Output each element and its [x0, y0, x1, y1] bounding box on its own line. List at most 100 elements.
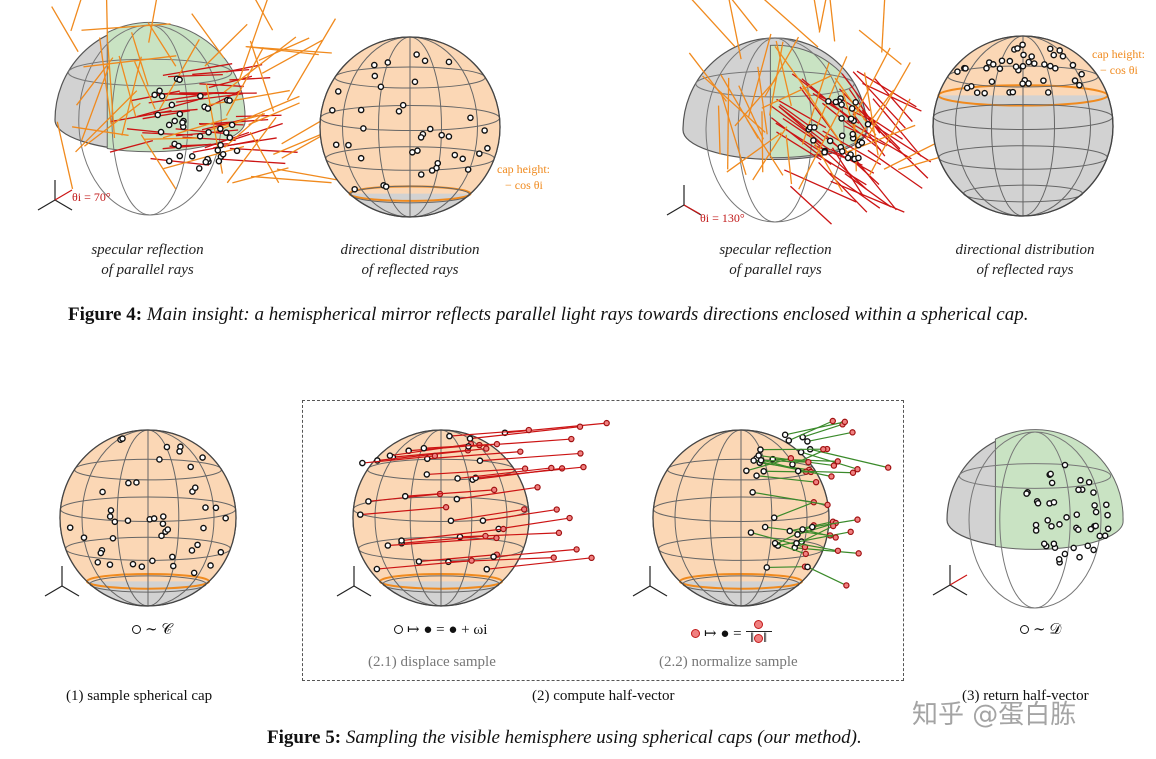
half-vector-sample [1087, 525, 1095, 533]
reflected-ray-orange [818, 0, 827, 33]
half-vector-sample [1063, 514, 1070, 521]
displacement-ray [426, 467, 526, 476]
direction-sample [1056, 47, 1063, 54]
direction-sample [428, 167, 436, 174]
hit-point [832, 98, 840, 106]
cap-sample [453, 495, 461, 503]
normalization-ray [802, 423, 843, 438]
reflected-ray-orange [140, 134, 177, 190]
incident-direction-s3 [949, 574, 968, 586]
sphere-b-outline [319, 36, 501, 218]
cap-sample [447, 517, 455, 525]
denominator-point-icon [754, 634, 764, 644]
cap-sample [176, 448, 183, 455]
normalized-sample [761, 523, 769, 531]
hit-point [176, 76, 183, 84]
displaced-sample [603, 419, 610, 427]
direction-sample [329, 106, 336, 114]
half-vector-sample [1070, 544, 1077, 552]
direction-sample [1040, 77, 1047, 84]
reflected-ray-red [226, 64, 263, 73]
displaced-sample [812, 478, 820, 486]
sphere-d-outline [932, 35, 1114, 217]
cap-sample [150, 515, 158, 522]
displacement-ray [401, 528, 504, 542]
half-vector-sample [1055, 555, 1063, 563]
reflected-ray-orange [804, 126, 843, 193]
reflected-ray-orange [158, 39, 200, 110]
hit-point [810, 137, 817, 144]
hemi-s3-latitude [958, 463, 1112, 489]
cap-sample [156, 456, 163, 463]
normalized-sample [757, 446, 764, 453]
direction-sample [371, 72, 379, 80]
direction-sample [421, 57, 429, 65]
reflected-ray-orange [223, 36, 297, 93]
reflected-ray-orange [763, 0, 819, 48]
reflected-ray-orange [854, 89, 895, 143]
displaced-sample [849, 429, 856, 436]
sample-point-icon [394, 625, 403, 634]
normalized-sample [785, 437, 793, 444]
displaced-sample [431, 452, 439, 460]
direction-sample [1069, 61, 1077, 69]
reflected-ray-red [830, 180, 905, 213]
reflected-ray-red [776, 98, 827, 129]
normalized-sample [750, 457, 757, 464]
direction-sample [370, 61, 378, 69]
reflected-ray-orange [731, 0, 758, 32]
axes-s21 [353, 585, 372, 597]
normalization-ray [753, 459, 832, 478]
reflected-ray-orange [844, 124, 916, 154]
direction-sample [1025, 80, 1032, 87]
displaced-sample [483, 445, 490, 452]
theta-left-label: θi = 70° [72, 190, 111, 204]
cap-sample [373, 565, 381, 573]
normalized-sample [749, 488, 756, 496]
reflected-ray-red [852, 71, 906, 129]
half-vector-sample [1032, 527, 1040, 534]
cap-sample [149, 557, 156, 565]
axes-s22 [649, 585, 668, 597]
axes-s1 [44, 585, 63, 597]
half-vector-sample [1032, 521, 1040, 529]
half-vector-sample [1075, 486, 1082, 494]
displaced-sample [566, 514, 573, 522]
displaced-sample [521, 506, 528, 513]
displaced-sample [493, 534, 500, 542]
reflected-ray-orange [147, 22, 177, 67]
cap-sample [133, 479, 140, 486]
hit-point [158, 92, 166, 100]
reflected-ray-orange [249, 40, 275, 112]
half-vector-sample [1101, 532, 1109, 540]
normalization-ray [812, 519, 858, 528]
reflected-ray-red [838, 88, 892, 144]
direction-sample [332, 141, 340, 149]
direction-sample [1044, 89, 1052, 96]
displacement-ray [457, 467, 552, 480]
reflected-ray-red [829, 172, 881, 209]
hit-point [204, 105, 212, 112]
half-vector-sample [1077, 476, 1084, 484]
reflected-ray-orange [76, 57, 114, 106]
normalization-ray [807, 566, 847, 586]
cap-sample [356, 511, 364, 518]
displaced-sample [832, 534, 839, 541]
reflected-ray-red [841, 73, 871, 112]
reflected-ray-red [229, 77, 271, 81]
cap-sample [212, 504, 220, 512]
half-vector-sample [1061, 461, 1069, 469]
reflected-ray-red [229, 122, 283, 142]
displaced-sample [847, 528, 854, 536]
reflected-ray-orange [246, 46, 319, 56]
hit-point [165, 157, 173, 165]
displacement-ray [401, 535, 486, 544]
reflected-ray-red [221, 158, 286, 165]
reflected-ray-red [849, 151, 897, 211]
normalization-ray [802, 528, 836, 539]
hit-point [176, 110, 184, 118]
hit-point [855, 154, 862, 162]
hit-point [217, 125, 224, 133]
direction-sample [1050, 51, 1058, 59]
hit-point [151, 91, 158, 99]
